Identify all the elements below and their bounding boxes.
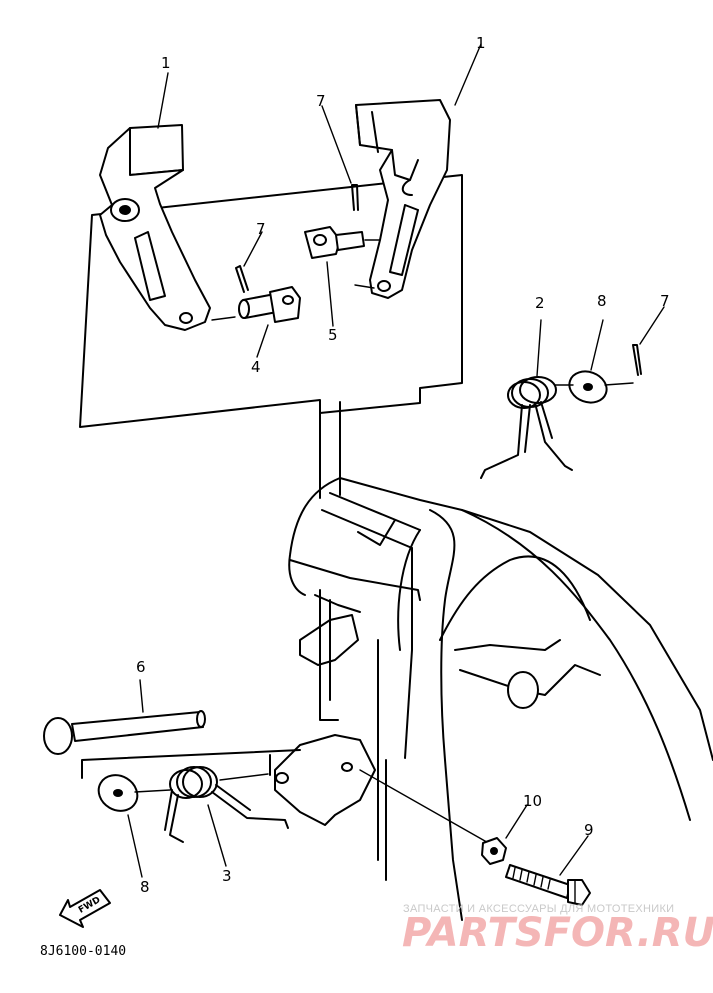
fwd-arrow-icon: FWD <box>59 889 111 928</box>
callout-5: 5 <box>328 326 338 344</box>
cotter-pin-c <box>632 306 665 376</box>
callout-7-right: 7 <box>660 292 670 310</box>
stopper-arm-right <box>355 99 451 299</box>
torsion-spring-2 <box>480 319 573 479</box>
bracket-body <box>274 477 713 921</box>
frame-stem <box>319 401 341 499</box>
callout-1-right: 1 <box>476 34 486 52</box>
diagram-part-code: 8J6100-0140 <box>40 944 126 959</box>
callout-7-mid: 7 <box>256 220 266 238</box>
callout-8-bottom: 8 <box>140 878 150 896</box>
lower-frame-line <box>81 749 301 779</box>
stopper-arm-left <box>99 124 211 331</box>
callout-3: 3 <box>222 867 232 885</box>
watermark-logo: PARTSFOR.RU <box>402 910 713 956</box>
pivot-shaft-6 <box>43 679 206 755</box>
washer-8-bottom <box>97 774 171 878</box>
callout-4: 4 <box>251 358 261 376</box>
bolt-9 <box>505 835 591 906</box>
callout-9: 9 <box>584 821 594 839</box>
callout-1-left: 1 <box>161 54 171 72</box>
callout-6: 6 <box>136 658 146 676</box>
torsion-spring-3 <box>164 766 289 867</box>
cotter-pin-a <box>321 105 359 211</box>
callout-2: 2 <box>535 294 545 312</box>
callout-7-top: 7 <box>316 92 326 110</box>
callout-8-top: 8 <box>597 292 607 310</box>
nut-10 <box>481 804 528 865</box>
callout-10: 10 <box>523 792 542 810</box>
upper-assembly-frame <box>79 174 463 428</box>
watermark-tagline: ЗАПЧАСТИ И АКСЕССУАРЫ ДЛЯ МОТОТЕХНИКИ <box>403 903 674 915</box>
washer-8-top <box>568 319 608 404</box>
clevis-pin-5 <box>304 226 381 327</box>
cotter-pin-b <box>235 231 263 293</box>
clevis-pin-4 <box>211 286 301 358</box>
